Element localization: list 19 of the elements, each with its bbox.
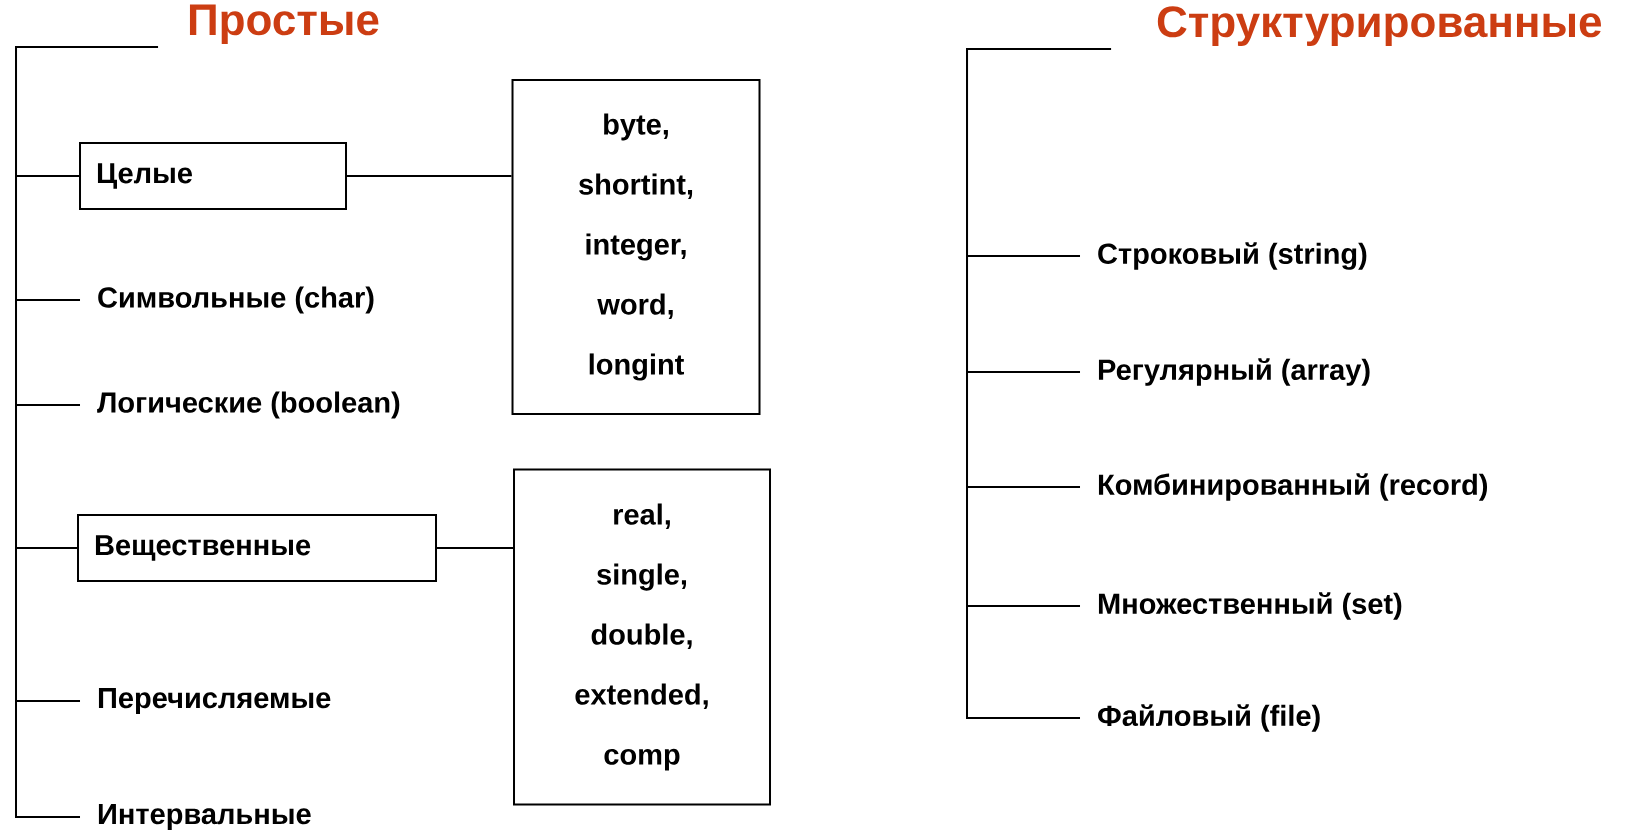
type-label: Комбинированный (record) xyxy=(1098,473,1488,501)
connector-line xyxy=(15,46,159,818)
type-label: Регулярный (array) xyxy=(1098,358,1370,386)
type-label: Множественный (set) xyxy=(1098,592,1402,620)
type-list-box: real, single, double, extended, comp xyxy=(513,468,771,806)
connector-line xyxy=(436,547,514,549)
type-label: Логические (boolean) xyxy=(97,391,400,419)
connector-line xyxy=(346,175,513,177)
type-label: Интервальные xyxy=(98,804,311,830)
type-box: Вещественные xyxy=(77,514,437,582)
category-heading: Структурированные xyxy=(1157,6,1601,46)
type-label: Символьные (char) xyxy=(98,286,374,314)
type-list-box: byte, shortint, integer, word, longint xyxy=(511,79,761,415)
type-label: Перечисляемые xyxy=(98,688,331,714)
connector-line xyxy=(966,48,1112,719)
type-label: Строковый (string) xyxy=(1098,242,1367,270)
category-heading: Простые xyxy=(189,4,379,44)
type-label: Файловый (file) xyxy=(1098,704,1320,732)
type-box: Целые xyxy=(79,142,347,210)
